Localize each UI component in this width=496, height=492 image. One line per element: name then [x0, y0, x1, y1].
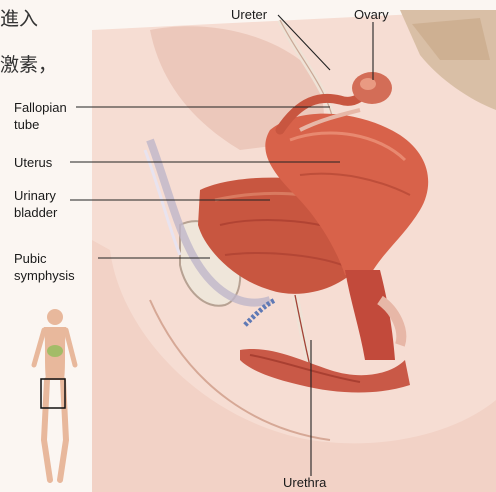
label-urethra: Urethra [283, 474, 326, 491]
body-position-figure [34, 309, 75, 480]
label-uterus: Uterus [14, 154, 52, 171]
label-fallopian-tube: Fallopian tube [14, 99, 67, 133]
label-urinary-bladder: Urinary bladder [14, 187, 57, 221]
label-ovary: Ovary [354, 6, 389, 23]
label-pubic-symphysis: Pubic symphysis [14, 250, 75, 284]
label-ureter: Ureter [231, 6, 267, 23]
